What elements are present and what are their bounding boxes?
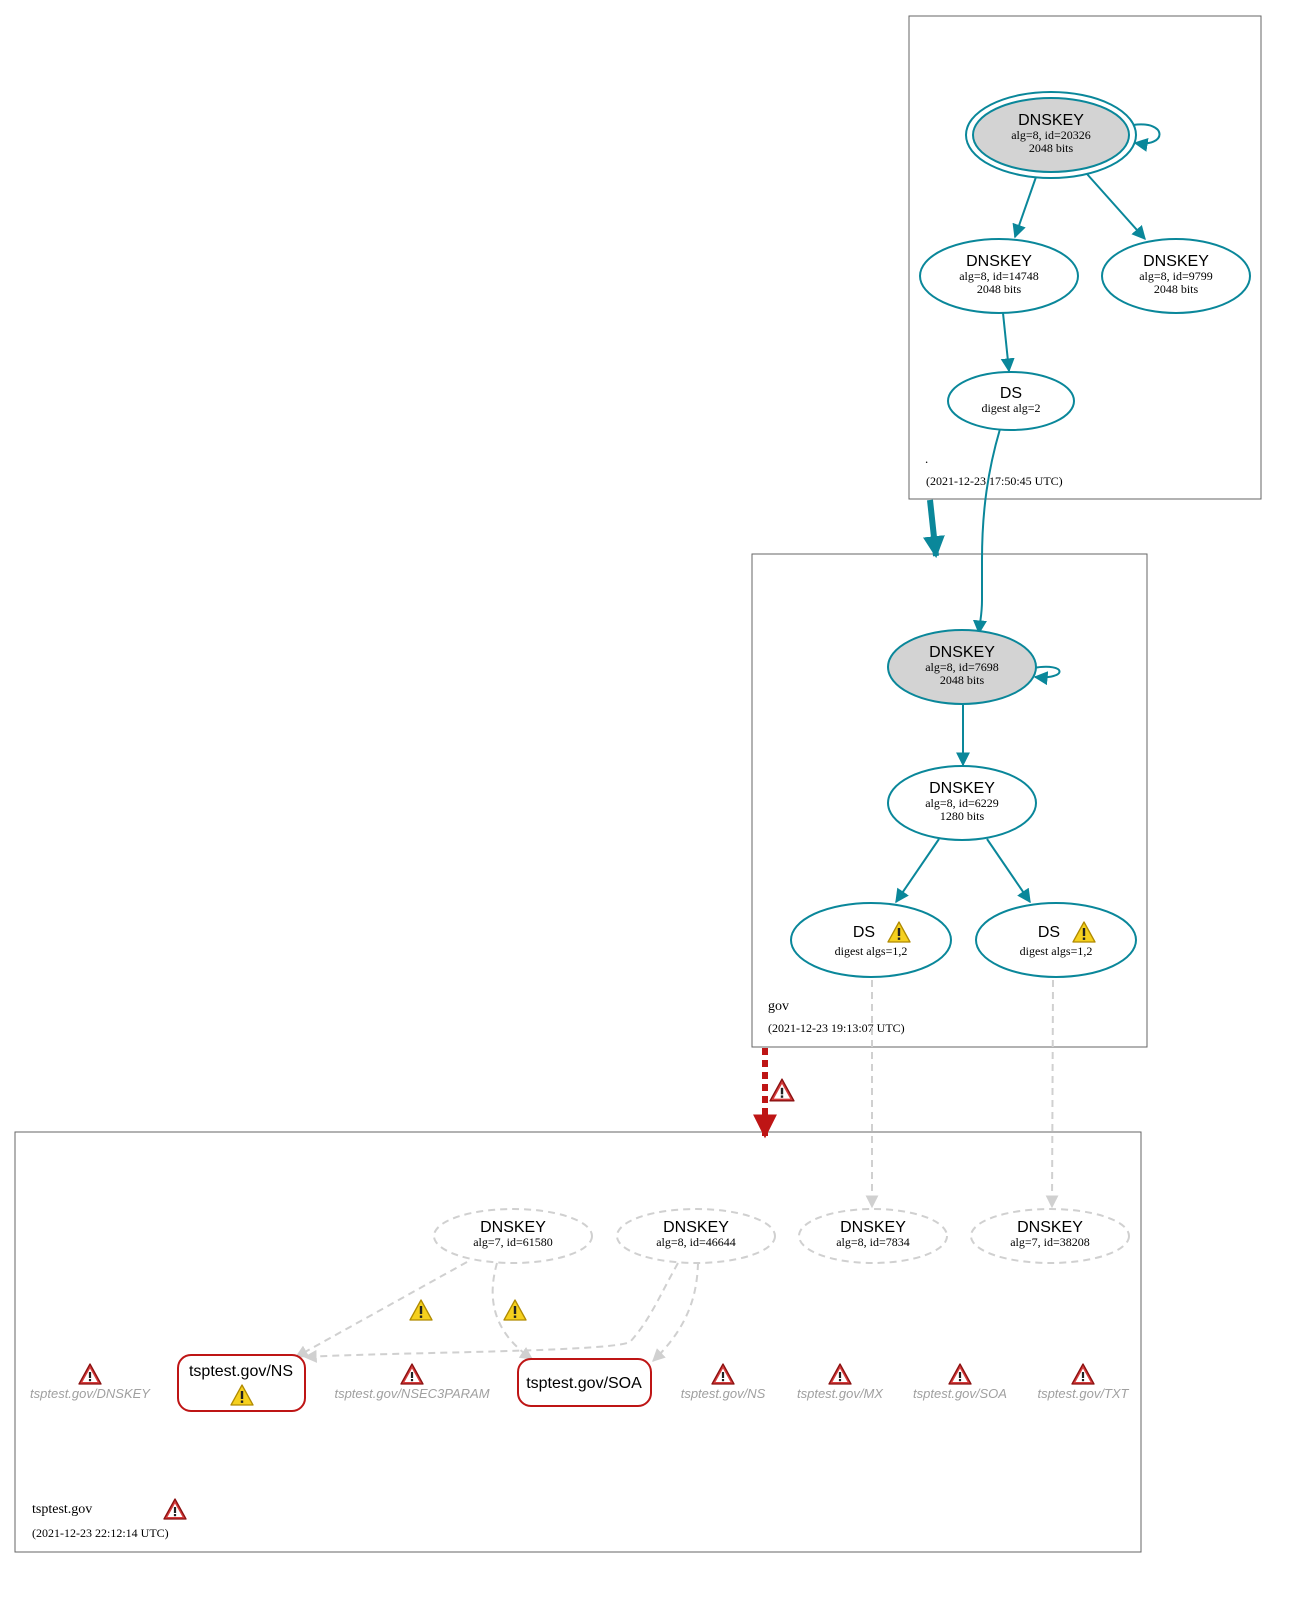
- error-icon: [163, 1498, 187, 1520]
- zone-root: . (2021-12-23 17:50:45 UTC): [908, 15, 1262, 500]
- error-rrset-mx[interactable]: tsptest.gov/MX: [797, 1363, 884, 1401]
- node-root-ksk[interactable]: DNSKEY alg=8, id=20326 2048 bits: [965, 91, 1137, 179]
- error-rrset-label: tsptest.gov/NSEC3PARAM: [334, 1386, 489, 1401]
- node-label: DNSKEY: [663, 1219, 729, 1236]
- node-gov-zsk[interactable]: DNSKEY alg=8, id=6229 1280 bits: [887, 765, 1037, 841]
- zone-root-name: .: [925, 451, 928, 466]
- delegation-edge-root-gov: [922, 499, 945, 559]
- node-label: DS: [853, 924, 875, 941]
- node-detail: alg=7, id=38208: [1010, 1235, 1090, 1249]
- node-label: DNSKEY: [929, 780, 995, 797]
- node-label: DNSKEY: [1017, 1219, 1083, 1236]
- node-label: DNSKEY: [1018, 112, 1084, 129]
- node-detail: alg=8, id=46644: [656, 1235, 736, 1249]
- node-root-zsk-14748[interactable]: DNSKEY alg=8, id=14748 2048 bits: [919, 238, 1079, 314]
- zone-tsptest-name: tsptest.gov: [32, 1502, 92, 1517]
- node-root-ds[interactable]: DS digest alg=2: [947, 371, 1075, 431]
- error-rrset-label: tsptest.gov/NS: [681, 1386, 766, 1401]
- node-tsptest-dnskey-7834[interactable]: DNSKEY alg=8, id=7834: [798, 1208, 948, 1264]
- error-rrset-label: tsptest.gov/MX: [797, 1386, 884, 1401]
- error-icon: [948, 1363, 972, 1385]
- node-detail: digest alg=2: [981, 401, 1040, 415]
- edges-tsptest: [294, 1261, 699, 1363]
- node-label: DNSKEY: [1143, 253, 1209, 270]
- node-root-zsk-9799[interactable]: DNSKEY alg=8, id=9799 2048 bits: [1101, 238, 1251, 314]
- error-icon: [78, 1363, 102, 1385]
- node-detail: alg=8, id=9799: [1139, 269, 1213, 283]
- error-rrset-label: tsptest.gov/DNSKEY: [30, 1386, 151, 1401]
- error-rrset-ns[interactable]: tsptest.gov/NS: [681, 1363, 766, 1401]
- error-icon: [769, 1078, 795, 1102]
- rrset-label: tsptest.gov/NS: [189, 1363, 293, 1380]
- zone-gov: gov (2021-12-23 19:13:07 UTC): [751, 553, 1148, 1048]
- error-rrset-label: tsptest.gov/SOA: [913, 1386, 1007, 1401]
- node-detail: digest algs=1,2: [1020, 944, 1093, 958]
- node-gov-ksk[interactable]: DNSKEY alg=8, id=7698 2048 bits: [887, 629, 1037, 705]
- zone-tsptest: tsptest.gov (2021-12-23 22:12:14 UTC): [14, 1131, 1142, 1553]
- error-rrset-soa[interactable]: tsptest.gov/SOA: [913, 1363, 1007, 1401]
- node-detail: 1280 bits: [940, 809, 985, 823]
- edges-gov: [895, 665, 1061, 904]
- zone-root-timestamp: (2021-12-23 17:50:45 UTC): [926, 474, 1063, 488]
- error-icon: [400, 1363, 424, 1385]
- node-detail: 2048 bits: [977, 282, 1022, 296]
- warning-icon: [409, 1299, 433, 1321]
- node-detail: 2048 bits: [1029, 141, 1074, 155]
- node-detail: alg=8, id=7834: [836, 1235, 910, 1249]
- error-rrset-txt[interactable]: tsptest.gov/TXT: [1037, 1363, 1130, 1401]
- rrset-label: tsptest.gov/SOA: [526, 1375, 642, 1392]
- node-detail: alg=8, id=14748: [959, 269, 1039, 283]
- error-rrset-label: tsptest.gov/TXT: [1037, 1386, 1129, 1401]
- node-tsptest-dnskey-46644[interactable]: DNSKEY alg=8, id=46644: [616, 1208, 776, 1264]
- rrset-tsptest-soa[interactable]: tsptest.gov/SOA: [517, 1358, 652, 1407]
- node-detail: 2048 bits: [1154, 282, 1199, 296]
- node-label: DS: [1038, 924, 1060, 941]
- node-detail: 2048 bits: [940, 673, 985, 687]
- node-tsptest-dnskey-38208[interactable]: DNSKEY alg=7, id=38208: [970, 1208, 1130, 1264]
- node-label: DS: [1000, 385, 1022, 402]
- node-label: DNSKEY: [480, 1219, 546, 1236]
- error-rrset-nsec3param[interactable]: tsptest.gov/NSEC3PARAM: [334, 1363, 490, 1401]
- edges-root: [972, 123, 1161, 635]
- node-label: DNSKEY: [966, 253, 1032, 270]
- edges-ds-to-child: [865, 979, 1059, 1209]
- rrset-tsptest-ns[interactable]: tsptest.gov/NS: [177, 1354, 306, 1412]
- zone-gov-timestamp: (2021-12-23 19:13:07 UTC): [768, 1021, 905, 1035]
- error-icon: [711, 1363, 735, 1385]
- node-detail: alg=8, id=6229: [925, 796, 999, 810]
- error-icon: [828, 1363, 852, 1385]
- node-tsptest-dnskey-61580[interactable]: DNSKEY alg=7, id=61580: [433, 1208, 593, 1264]
- node-detail: alg=7, id=61580: [473, 1235, 553, 1249]
- node-detail: alg=8, id=20326: [1011, 128, 1091, 142]
- node-detail: alg=8, id=7698: [925, 660, 999, 674]
- node-detail: digest algs=1,2: [835, 944, 908, 958]
- node-label: DNSKEY: [929, 644, 995, 661]
- error-icon: [1071, 1363, 1095, 1385]
- node-gov-ds-2[interactable]: DS digest algs=1,2: [975, 902, 1137, 978]
- zone-tsptest-timestamp: (2021-12-23 22:12:14 UTC): [32, 1526, 169, 1540]
- node-label: DNSKEY: [840, 1219, 906, 1236]
- node-gov-ds-1[interactable]: DS digest algs=1,2: [790, 902, 952, 978]
- warning-icon: [503, 1299, 527, 1321]
- zone-gov-name: gov: [768, 999, 789, 1014]
- error-rrset-dnskey[interactable]: tsptest.gov/DNSKEY: [30, 1363, 151, 1401]
